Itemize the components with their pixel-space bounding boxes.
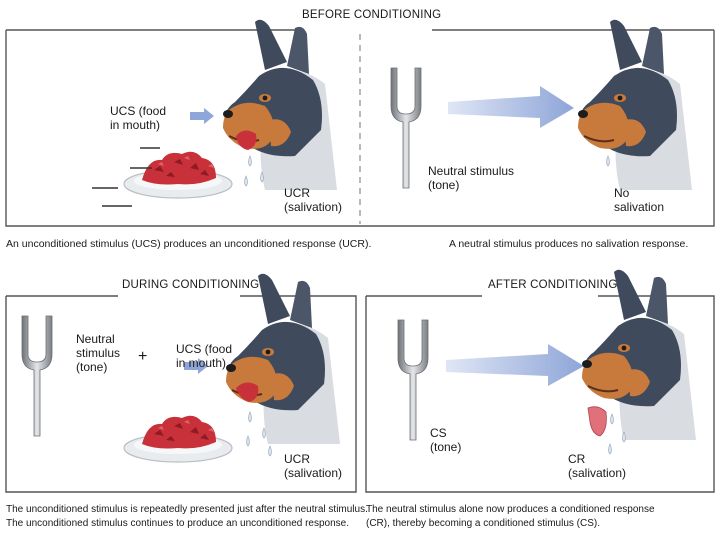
ucr-label-during: UCR (salivation) xyxy=(284,452,343,480)
heading-after: AFTER CONDITIONING xyxy=(488,279,618,291)
speed-lines xyxy=(92,147,160,207)
fork-during xyxy=(21,315,53,437)
frame-during xyxy=(5,295,357,493)
heading-during: DURING CONDITIONING xyxy=(122,279,260,291)
drip-before-right xyxy=(606,155,610,167)
cs-label: CS (tone) xyxy=(430,426,462,454)
arrow-before xyxy=(448,86,574,128)
plate-before xyxy=(123,151,233,199)
caption-before-right: A neutral stimulus produces no salivatio… xyxy=(449,238,689,250)
dog-before-left xyxy=(222,18,338,191)
fork-after xyxy=(397,319,429,441)
caption-during: The unconditioned stimulus is repeatedly… xyxy=(6,504,368,529)
dog-before-right xyxy=(577,18,693,191)
frame-before xyxy=(5,29,715,227)
frame-after xyxy=(365,295,715,493)
small-arrow-during xyxy=(184,358,208,374)
ucs-label-during: UCS (food in mouth) xyxy=(176,342,233,370)
caption-before-left: An unconditioned stimulus (UCS) produces… xyxy=(6,238,372,250)
saliva-drops-1 xyxy=(244,155,264,187)
neutral-label-during: Neutral stimulus (tone) xyxy=(76,332,121,374)
arrow-after xyxy=(446,344,584,386)
neutral-stimulus-label: Neutral stimulus (tone) xyxy=(428,164,515,192)
ucs-label-before: UCS (food in mouth) xyxy=(110,104,167,132)
fork-before xyxy=(390,67,422,189)
plus-sign: + xyxy=(138,348,148,365)
dog-tongue xyxy=(587,406,607,437)
dog-during xyxy=(225,272,341,445)
no-salivation-label: No salivation xyxy=(614,186,665,214)
plate-during xyxy=(123,415,233,463)
food-in-mouth-during xyxy=(236,382,259,402)
caption-after: The neutral stimulus alone now produces … xyxy=(366,504,655,529)
ucr-label-before: UCR (salivation) xyxy=(284,186,343,214)
heading-before: BEFORE CONDITIONING xyxy=(302,9,442,21)
small-arrow xyxy=(190,108,214,124)
food-in-mouth xyxy=(236,130,257,150)
cr-label: CR (salivation) xyxy=(568,452,627,480)
